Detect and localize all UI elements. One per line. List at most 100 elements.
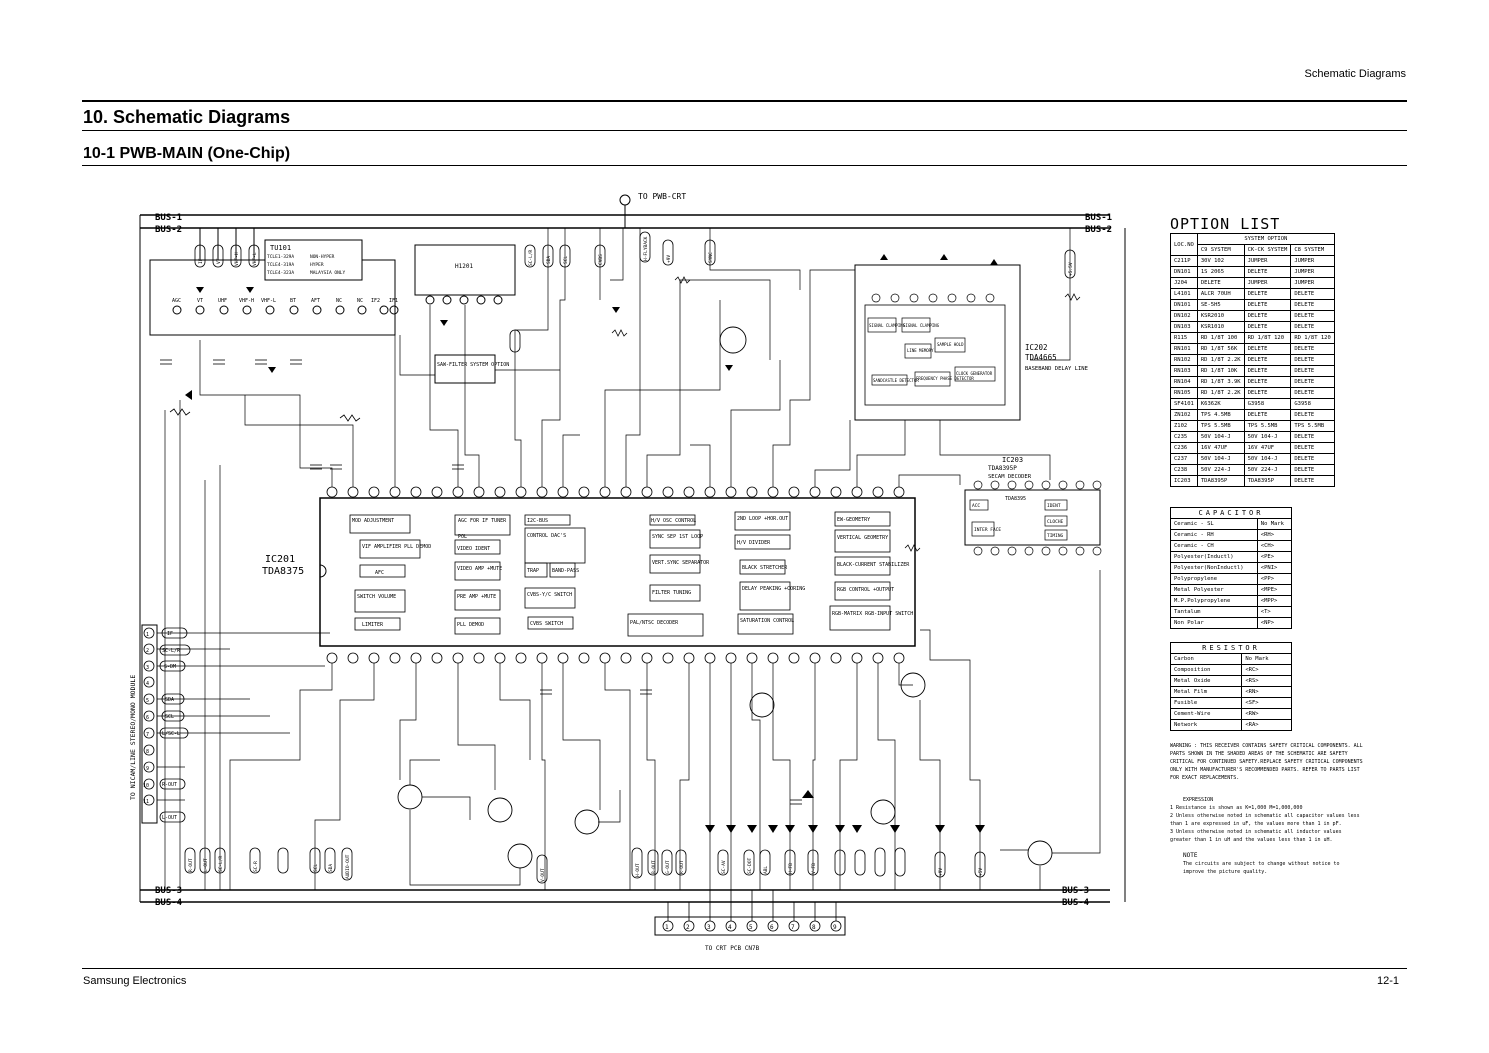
blk-video-amp: VIDEO AMP +MUTE: [457, 566, 502, 572]
ic201-top-pins: [326, 486, 905, 498]
option-row-cell: TPS 5.5MB: [1243, 420, 1292, 432]
option-row-cell: 50V 224-J: [1243, 464, 1292, 476]
option-row-cell: DELETE: [1290, 299, 1335, 311]
blk-agc: AGC FOR IF TUNER: [458, 518, 507, 524]
option-row-cell: KSR1010: [1196, 321, 1245, 333]
option-row-cell: RD 1/8T 2.2K: [1196, 387, 1245, 399]
option-row-cell: 50V 224-J: [1196, 464, 1245, 476]
resistor-row: Cement-Wire<RW>: [1169, 708, 1292, 720]
capacitor-row: Polypropylene<PP>: [1170, 573, 1293, 585]
blk-pll-demod: PLL DEMOD: [457, 622, 484, 628]
option-loc-header: LOC.NO: [1170, 233, 1198, 256]
if-chip-label: H1201: [455, 263, 473, 270]
option-row-cell: RD 1/8T 120: [1290, 332, 1335, 344]
option-row-cell: 1S 2065: [1196, 266, 1245, 278]
net-top-scl: SCL: [563, 256, 569, 264]
capacitor-row: M.P.Polypropylene<MPP>: [1170, 595, 1293, 607]
note-text: The circuits are subject to change witho…: [1183, 861, 1340, 875]
ic203-inner: TDA8395: [1005, 496, 1026, 502]
blk-cvbs-yc: CVBS-Y/C SWITCH: [527, 592, 572, 598]
option-row-cell: DELETE: [1290, 310, 1335, 322]
capacitor-row: Polyester(NonInductl)<PNI>: [1170, 562, 1293, 574]
option-row-cell: DELETE: [1243, 321, 1292, 333]
capacitor-row-cell: <MPP>: [1256, 595, 1293, 607]
svg-text:7: 7: [791, 924, 795, 931]
bus-1-label-right: BUS-1: [1085, 213, 1112, 223]
side-sig-sda: SDA: [165, 697, 174, 703]
option-row-cell: SE-5H5: [1196, 299, 1245, 311]
net-bot-vfb: V-FB: [811, 863, 817, 874]
option-row-cell: 30V 102: [1196, 255, 1245, 267]
net-bot-bout: B-OUT: [651, 860, 657, 874]
footer-rule: [82, 968, 1407, 969]
option-row-cell: TDA8395P: [1196, 475, 1245, 487]
option-row-cell: TPS 4.5MB: [1196, 409, 1245, 421]
net-top-vhfl: VHF-L: [252, 252, 258, 266]
option-row-cell: DELETE: [1290, 387, 1335, 399]
option-row-cell: JUMPER: [1290, 255, 1335, 267]
resistor-row-cell: No Mark: [1241, 653, 1292, 665]
capacitor-title: CAPACITOR: [1170, 507, 1292, 519]
net-bot-scr: SC-R: [253, 861, 259, 872]
side-pin-4: 4: [146, 681, 149, 687]
capacitor-row-cell: <MPE>: [1256, 584, 1293, 596]
option-row-cell: DELETE: [1243, 354, 1292, 366]
option-row-cell: SF4101: [1170, 398, 1198, 410]
side-pin-1: 1: [146, 632, 149, 638]
blk-vert-geo: VERTICAL GEOMETRY: [837, 535, 888, 541]
capacitor-row-cell: <T>: [1256, 606, 1293, 618]
resistor-row-cell: Composition: [1169, 664, 1243, 676]
ic203-blk-timing: TIMING: [1047, 533, 1064, 539]
option-row-cell: DELETE: [1290, 475, 1335, 487]
option-row-cell: DELETE: [1243, 288, 1292, 300]
ic202-blk-sandcastle: SANDCASTLE DETECTOR: [873, 378, 919, 383]
net-top-cvbs: CVBS: [598, 254, 604, 265]
blk-vif-amp: VIF AMPLIFIER PLL DEMOD: [362, 544, 431, 550]
option-row-cell: R115: [1170, 332, 1198, 344]
capacitor-row-cell: <CH>: [1256, 540, 1293, 552]
crt-connector-label: TO PWB-CRT: [638, 192, 686, 201]
blk-black-current: BLACK-CURRENT STABILIZER: [837, 562, 910, 568]
side-pin-11: 11: [143, 799, 149, 805]
option-row-cell: 50V 104-J: [1196, 431, 1245, 443]
resistor-row-cell: Metal Oxide: [1169, 675, 1243, 687]
svg-text:4: 4: [728, 924, 732, 931]
option-row-cell: DELETE: [1243, 310, 1292, 322]
tuner-opt-2-part: TCLE4-319A: [267, 262, 294, 268]
option-row-cell: TPS 5.5MB: [1196, 420, 1245, 432]
footer-company: Samsung Electronics: [83, 975, 187, 987]
resistor-row-cell: <SF>: [1241, 697, 1292, 709]
option-row-cell: DELETE: [1290, 343, 1335, 355]
resistor-row: Metal Oxide<RS>: [1169, 675, 1292, 687]
resistor-row: Network<RA>: [1169, 719, 1292, 731]
option-row-cell: DELETE: [1243, 376, 1292, 388]
ic203-body: [964, 489, 1101, 546]
capacitor-row: Polyester(Inductl)<PE>: [1170, 551, 1293, 563]
option-row-cell: DN102: [1170, 310, 1198, 322]
capacitor-row: Tantalum<T>: [1170, 606, 1293, 618]
blk-ew-geo: EW-GEOMETRY: [837, 517, 870, 523]
net-bot-lout: L-OUT: [203, 858, 209, 872]
tuner-pin-if1: IF1: [389, 298, 398, 304]
resistor-row-cell: Network: [1169, 719, 1243, 731]
svg-text:9: 9: [833, 924, 837, 931]
note-block: NOTE The circuits are subject to change …: [1183, 852, 1363, 876]
tuner-pin-agc: AGC: [172, 298, 181, 304]
blk-pol: POL: [458, 534, 467, 540]
capacitor-row: Ceramic - RH<RH>: [1170, 529, 1293, 541]
subtitle-rule: [82, 165, 1407, 166]
tuner-pin-uhf: UHF: [218, 298, 227, 304]
option-row-cell: RN101: [1170, 343, 1198, 355]
ic203-blk-acc: ACC: [972, 503, 980, 509]
ic202-desc: BASEBAND DELAY LINE: [1025, 366, 1088, 372]
capacitor-row-cell: Polypropylene: [1170, 573, 1258, 585]
option-row-cell: RD 1/8T 10K: [1196, 365, 1245, 377]
